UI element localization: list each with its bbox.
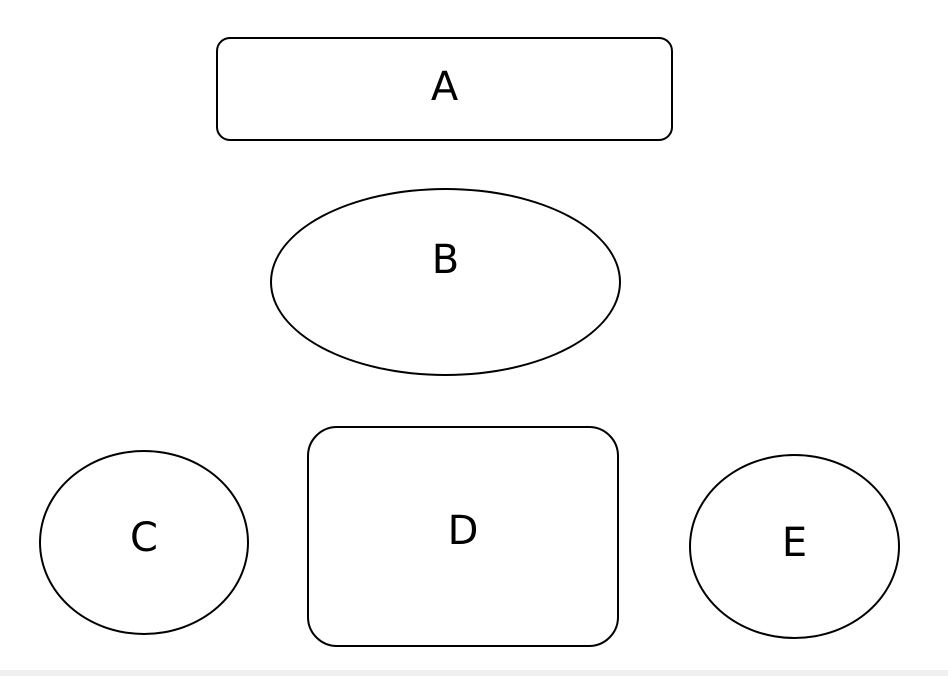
node-e-ellipse: E [689, 454, 900, 639]
node-a-rounded-rectangle: A [216, 37, 673, 141]
bottom-strip [0, 670, 948, 676]
node-c-ellipse: C [39, 450, 249, 635]
node-a-label: A [430, 64, 459, 110]
node-e-label: E [781, 520, 808, 566]
node-b-label: B [431, 237, 460, 283]
node-c-label: C [130, 515, 158, 561]
node-d-rounded-rectangle: D [307, 426, 619, 647]
node-d-label: D [447, 508, 479, 554]
node-b-ellipse: B [270, 188, 621, 376]
